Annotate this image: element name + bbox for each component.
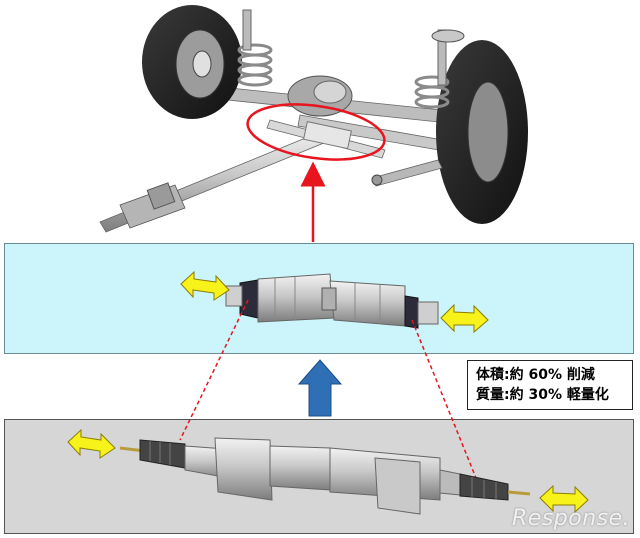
scale-line-right: [411, 319, 477, 479]
movement-arrow-left-top: [180, 270, 230, 301]
volume-reduction-text: 体積:約 60% 削減: [476, 367, 595, 383]
rear-suspension-illustration: [99, 5, 528, 233]
movement-arrow-right-bottom: [539, 484, 589, 514]
spec-callout-box: 体積:約 60% 削減 質量:約 30% 軽量化: [467, 360, 633, 410]
actuator-location-highlight: [246, 103, 386, 161]
response-watermark: Response.: [512, 506, 631, 531]
scale-line-left: [179, 299, 249, 441]
improvement-up-arrow: [297, 359, 343, 417]
compact-actuator-illustration: [225, 273, 439, 329]
movement-arrow-left-bottom: [67, 428, 116, 459]
conventional-actuator-illustration: [119, 437, 531, 515]
weight-reduction-text: 質量:約 30% 軽量化: [476, 387, 609, 403]
movement-arrow-right-top: [440, 303, 489, 334]
